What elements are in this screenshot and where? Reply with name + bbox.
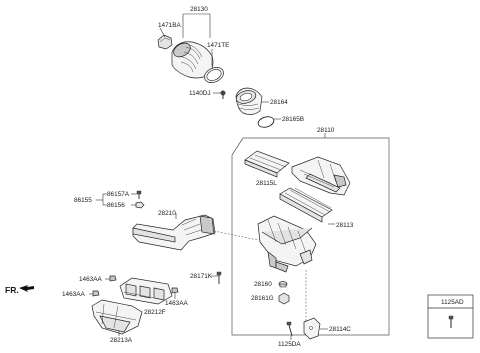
label-1463aa-c: 1463AA [165, 300, 188, 307]
duct-lower-28212f [119, 277, 173, 305]
lower-guide-28213a [91, 299, 143, 336]
label-86157a: 86157A [107, 191, 130, 198]
bracket-28114c [303, 317, 328, 340]
grommet-28161g [278, 292, 290, 305]
air-intake-duct-28210 [132, 213, 216, 251]
label-28110: 28110 [317, 127, 335, 134]
label-28115l: 28115L [256, 180, 277, 187]
air-cleaner-group-outline [231, 133, 390, 336]
label-28161g: 28161G [251, 295, 274, 302]
label-1463aa-b: 1463AA [62, 291, 85, 298]
label-28165b: 28165B [282, 116, 304, 123]
label-1125ad: 1125AD [441, 299, 464, 306]
label-28113: 28113 [336, 222, 354, 229]
bolt-1125da [286, 321, 293, 340]
front-direction-arrow-icon [19, 285, 34, 292]
intake-duct-assembly [157, 13, 224, 83]
label-28212f: 28212F [144, 309, 166, 316]
housing-body [257, 215, 317, 273]
label-1463aa-a: 1463AA [79, 276, 102, 283]
clamp-1471ba [157, 34, 173, 50]
label-28210: 28210 [158, 210, 176, 217]
filter-pad-28113 [279, 187, 335, 225]
detail-box-1125ad [427, 294, 474, 339]
label-28130: 28130 [190, 6, 208, 13]
bolt-1140dj [213, 90, 226, 99]
label-28114c: 28114C [329, 326, 351, 333]
housing-cover [291, 156, 351, 196]
label-28171k: 28171K [190, 273, 213, 280]
label-86156: 86156 [107, 202, 125, 209]
front-direction-label: FR. [5, 285, 19, 295]
clamp-1471te [204, 67, 224, 83]
label-86155: 86155 [74, 197, 92, 204]
label-1140dj: 1140DJ [189, 90, 211, 97]
o-ring-28165b [257, 116, 281, 128]
resonator-28164 [235, 87, 269, 115]
clip-1463aa-c [171, 287, 179, 299]
duct-hose-28130 [171, 41, 214, 79]
bracket-86155 [96, 190, 145, 209]
clip-1463aa-a [105, 275, 117, 282]
filter-element-28115l [244, 150, 290, 178]
clip-1463aa-b [89, 290, 100, 297]
label-28160: 28160 [254, 281, 272, 288]
bolt-28171k [211, 271, 222, 284]
label-28213a: 28213A [110, 337, 133, 344]
label-1471ba: 1471BA [158, 22, 181, 29]
grommet-28160 [278, 281, 288, 288]
label-28164: 28164 [270, 99, 288, 106]
label-1125da: 1125DA [278, 341, 301, 348]
label-1471te: 1471TE [207, 42, 229, 49]
